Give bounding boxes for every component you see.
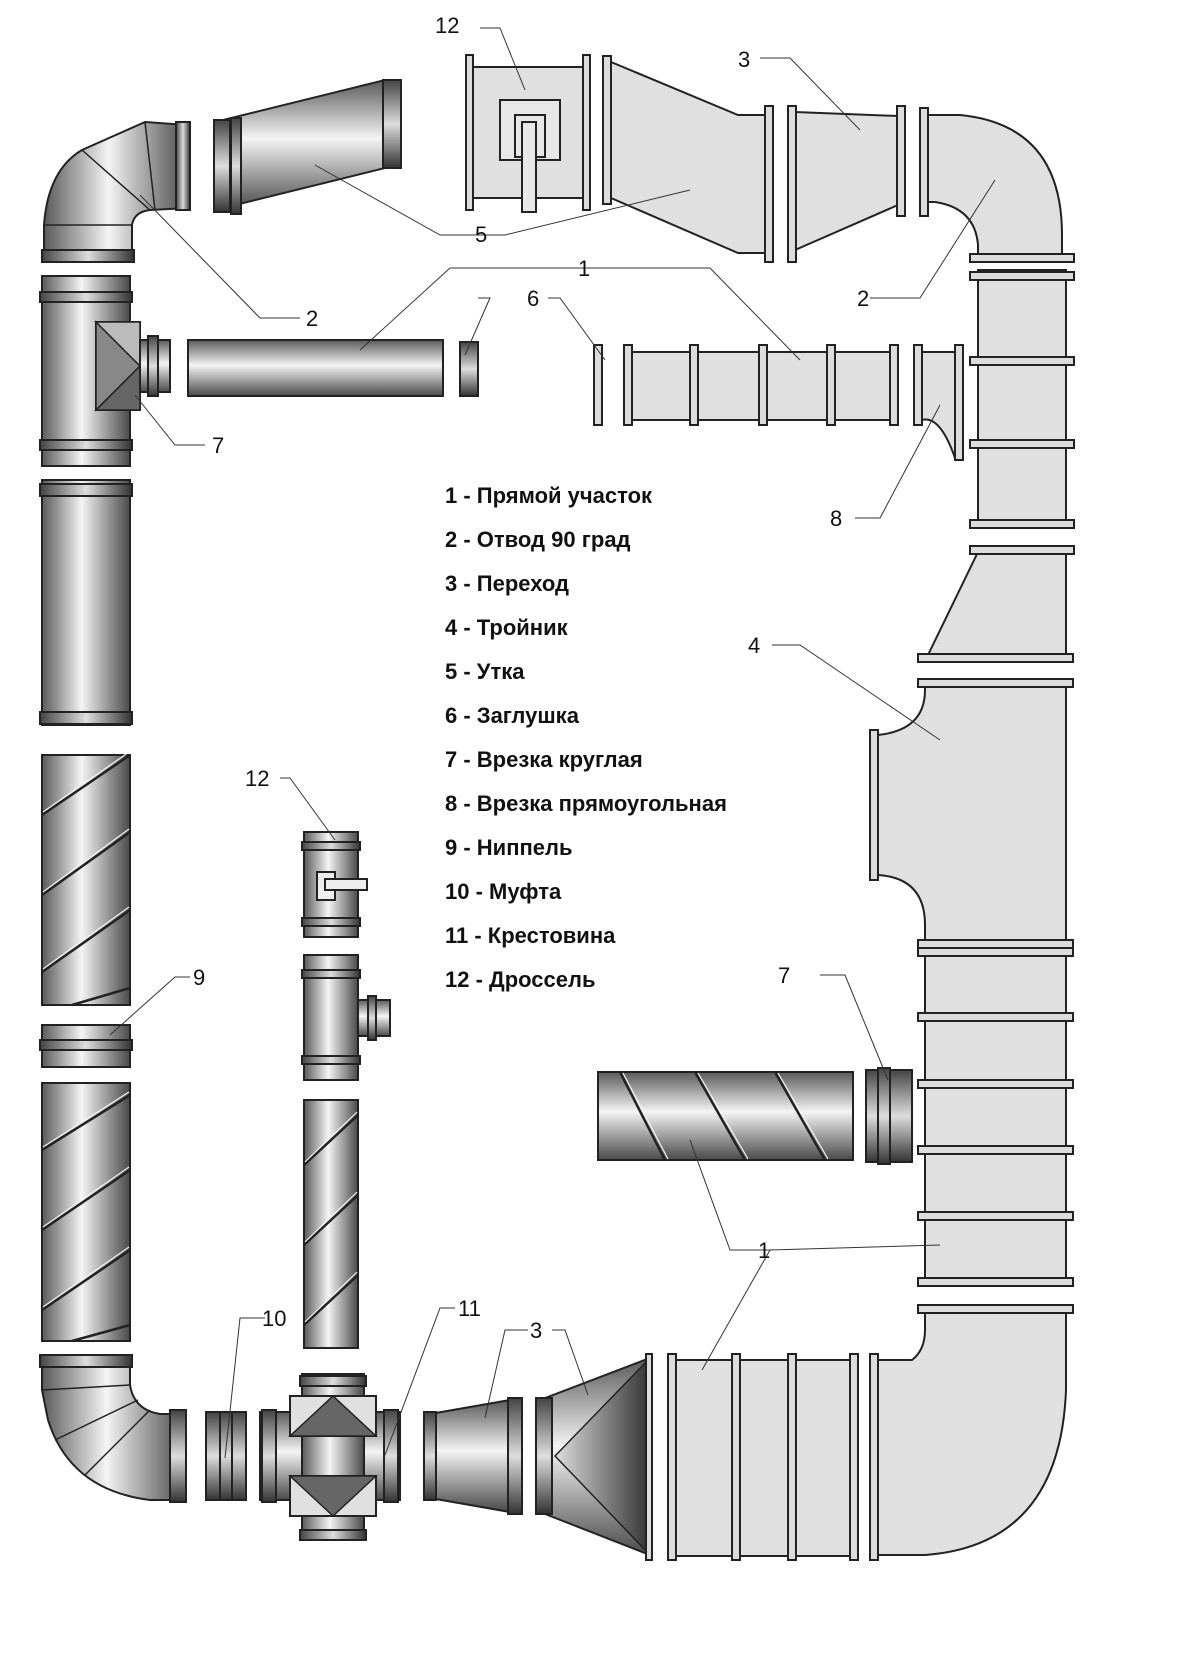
square-tee-right [869, 678, 1074, 949]
round-offset-top [213, 79, 402, 215]
callout-12-small: 12 [245, 766, 269, 791]
legend-item-12: 12 - Дроссель [445, 967, 596, 992]
legend-item-7: 7 - Врезка круглая [445, 747, 643, 772]
spiral-pipe-left-lower [41, 1082, 131, 1343]
callout-1-top: 1 [578, 256, 590, 281]
callout-numbers: 12 3 5 2 2 1 6 7 8 4 12 9 7 1 10 11 3 [193, 13, 869, 1343]
legend-item-1: 1 - Прямой участок [445, 483, 653, 508]
square-damper-top [465, 54, 591, 213]
callout-2-right: 2 [857, 286, 869, 311]
square-straight-duct-middle [593, 344, 899, 426]
round-elbow-bottom-left [39, 1354, 187, 1503]
round-to-square-transition [535, 1353, 653, 1561]
legend-item-3: 3 - Переход [445, 571, 569, 596]
square-straight-duct-bottom [667, 1353, 859, 1561]
square-offset-top [602, 55, 774, 263]
legend-item-2: 2 - Отвод 90 град [445, 527, 631, 552]
callout-11: 11 [458, 1296, 481, 1321]
callout-12-top: 12 [435, 13, 459, 38]
legend-item-4: 4 - Тройник [445, 615, 569, 640]
square-straight-duct-right-lower [917, 947, 1074, 1287]
legend-item-8: 8 - Врезка прямоугольная [445, 791, 727, 816]
legend-item-9: 9 - Ниппель [445, 835, 573, 860]
round-straight-pipe-horizontal [187, 339, 479, 397]
callout-4: 4 [748, 633, 760, 658]
callout-6: 6 [527, 286, 539, 311]
legend-item-10: 10 - Муфта [445, 879, 562, 904]
round-damper-small [301, 831, 368, 938]
legend-item-5: 5 - Утка [445, 659, 525, 684]
callout-7-left: 7 [212, 433, 224, 458]
callout-3-bottom: 3 [530, 1318, 542, 1343]
square-transition-right [917, 545, 1075, 663]
round-coupling [205, 1411, 247, 1501]
spiral-pipe-left-upper [41, 751, 131, 1007]
legend: 1 - Прямой участок 2 - Отвод 90 град 3 -… [445, 483, 727, 992]
square-elbow-top-right [919, 107, 1075, 263]
round-tee-small [301, 954, 391, 1081]
square-transition-top [787, 105, 906, 263]
round-cross [259, 1373, 401, 1541]
callout-5: 5 [475, 222, 487, 247]
legend-item-6: 6 - Заглушка [445, 703, 580, 728]
callout-1-bottom: 1 [758, 1238, 770, 1263]
callout-8: 8 [830, 506, 842, 531]
spiral-pipe-horizontal [597, 1067, 913, 1165]
square-tap-rectangular [913, 344, 964, 461]
callout-2-left: 2 [306, 306, 318, 331]
spiral-pipe-small [303, 1099, 359, 1349]
callout-3-top: 3 [738, 47, 750, 72]
callout-7-right: 7 [778, 963, 790, 988]
leader-lines [109, 27, 996, 1459]
square-elbow-bottom-right [869, 1304, 1074, 1561]
round-straight-pipe-left [39, 479, 133, 726]
callout-9: 9 [193, 965, 205, 990]
round-reducer-bottom [423, 1397, 523, 1515]
legend-item-11: 11 - Крестовина [445, 923, 616, 948]
round-nipple-left [39, 1024, 133, 1068]
callout-10: 10 [262, 1306, 286, 1331]
round-elbow-top-left [41, 120, 191, 263]
square-straight-duct-right [969, 269, 1075, 529]
round-tee-left [39, 275, 171, 467]
